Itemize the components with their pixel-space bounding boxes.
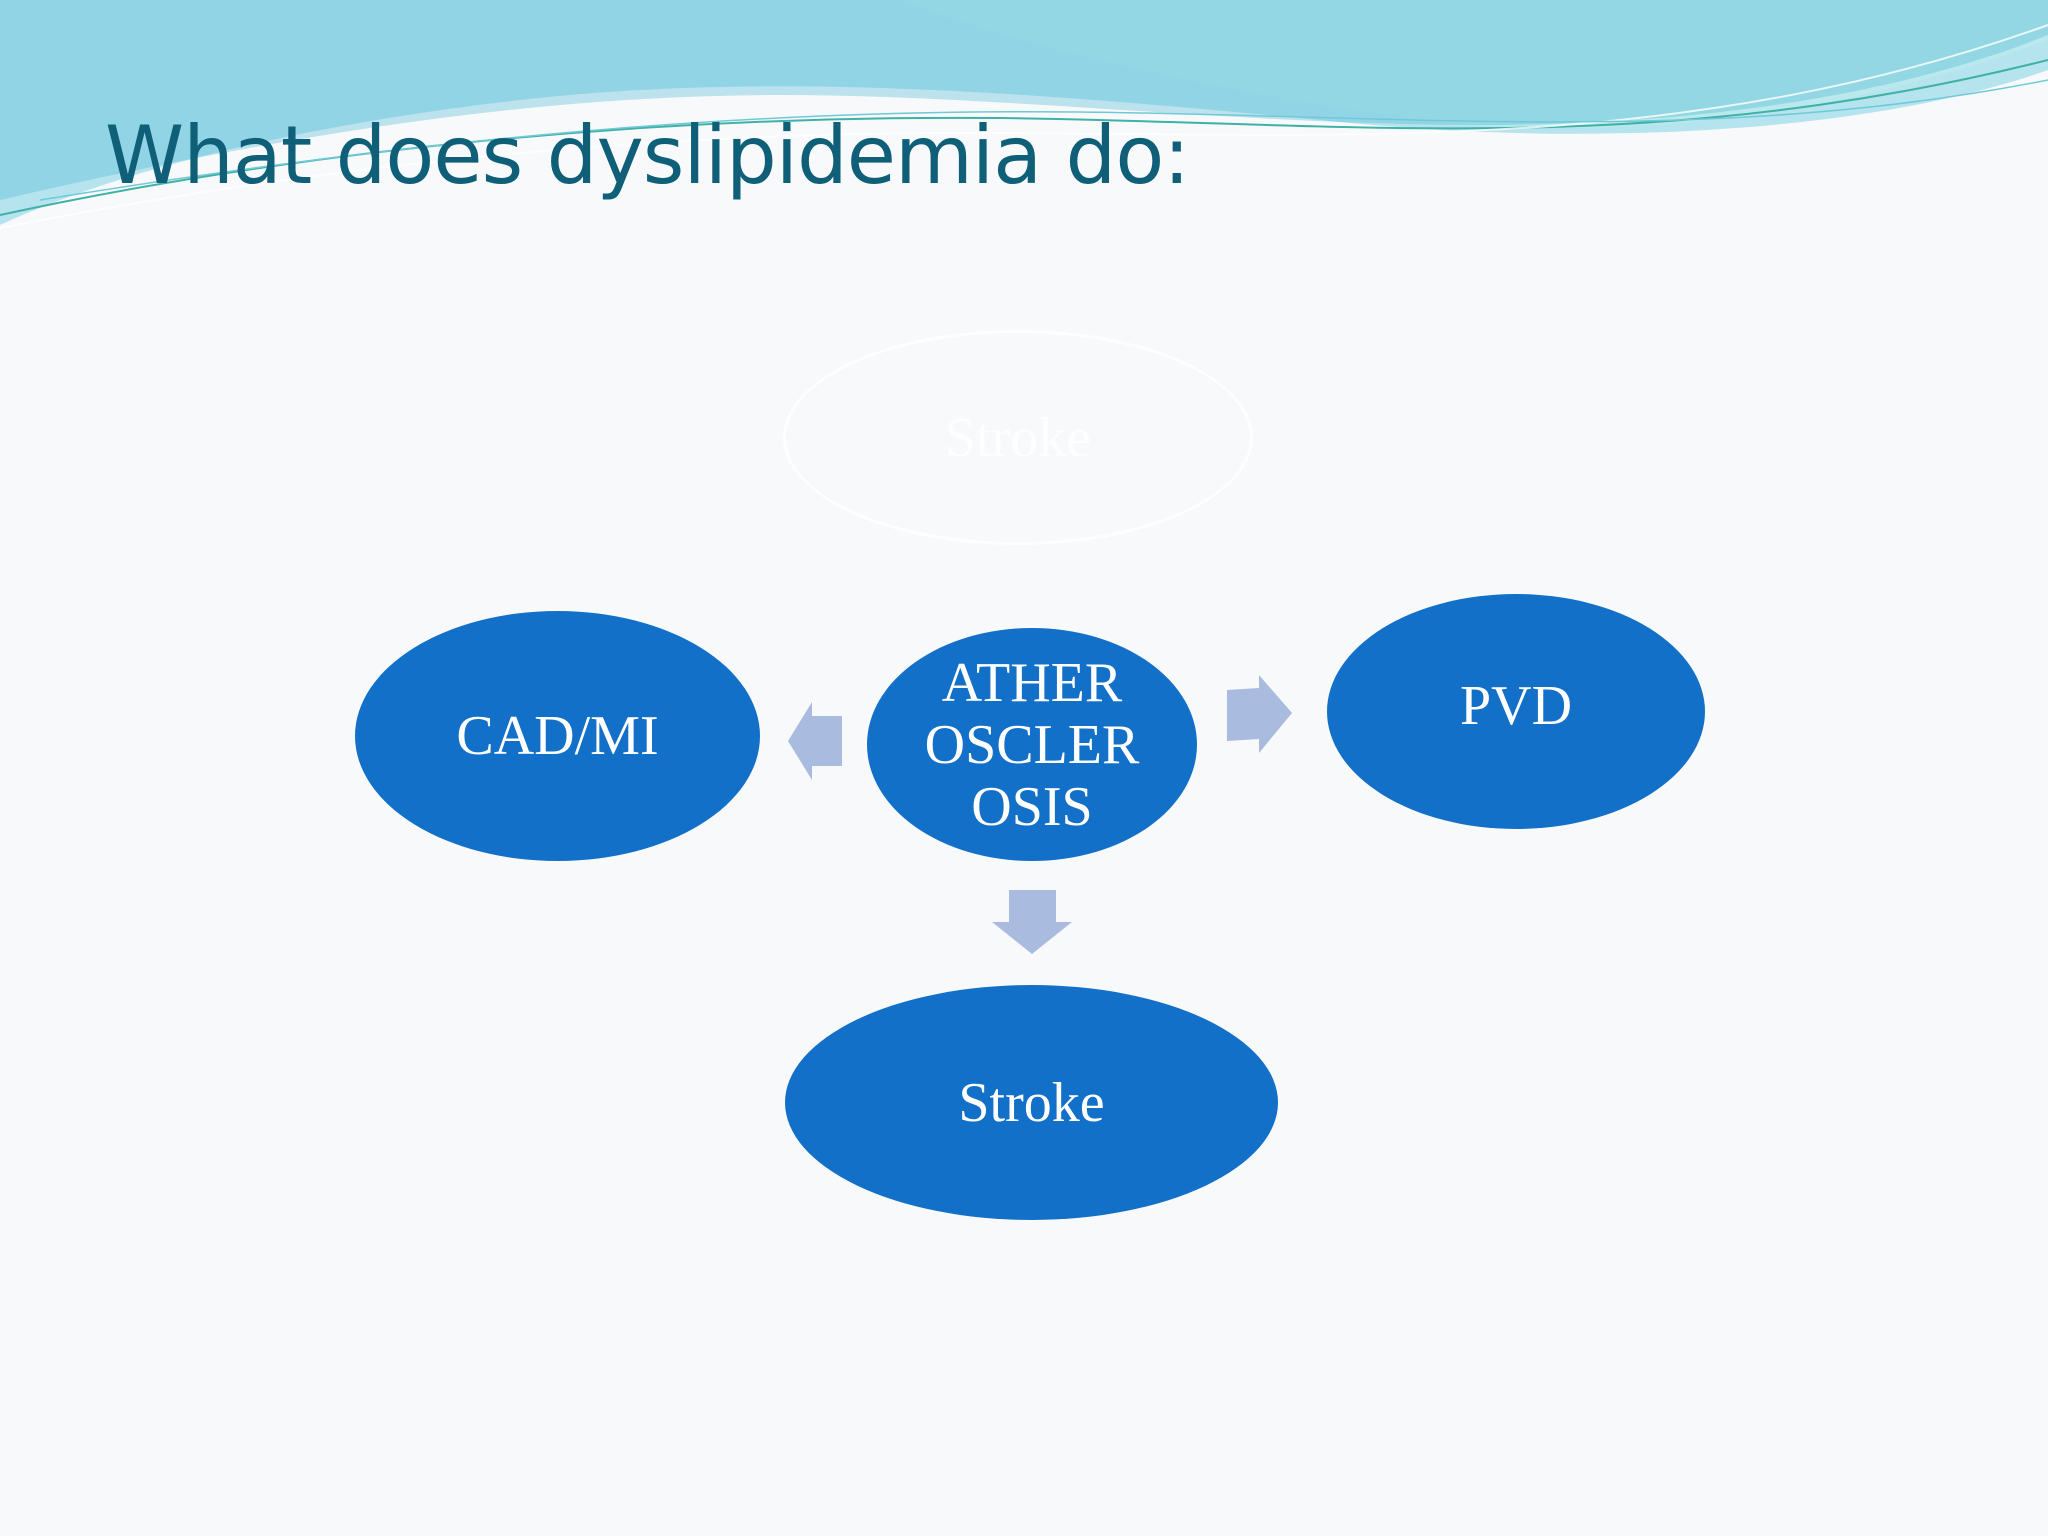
wave-front [0,0,2048,129]
arrow-left [788,702,842,780]
node-atherosclerosis-label: ATHER OSCLER OSIS [924,651,1140,838]
slide-title: What does dyslipidemia do: [105,109,1190,202]
wave-line-3 [39,79,2048,201]
arrow-down [992,890,1072,954]
node-cad-mi: CAD/MI [355,611,760,861]
wave-line-2 [0,24,2048,229]
node-stroke: Stroke [785,985,1278,1220]
arrow-right [1227,675,1292,753]
node-pvd-label: PVD [1459,674,1573,737]
node-cad-mi-label: CAD/MI [456,705,659,767]
wave-mid [0,0,2048,200]
faded-node-label: Stroke [944,406,1092,469]
node-atherosclerosis: ATHER OSCLER OSIS [867,628,1197,861]
node-pvd: PVD [1327,594,1705,829]
faded-stroke-node: Stroke [783,330,1253,545]
node-stroke-label: Stroke [958,1071,1105,1134]
